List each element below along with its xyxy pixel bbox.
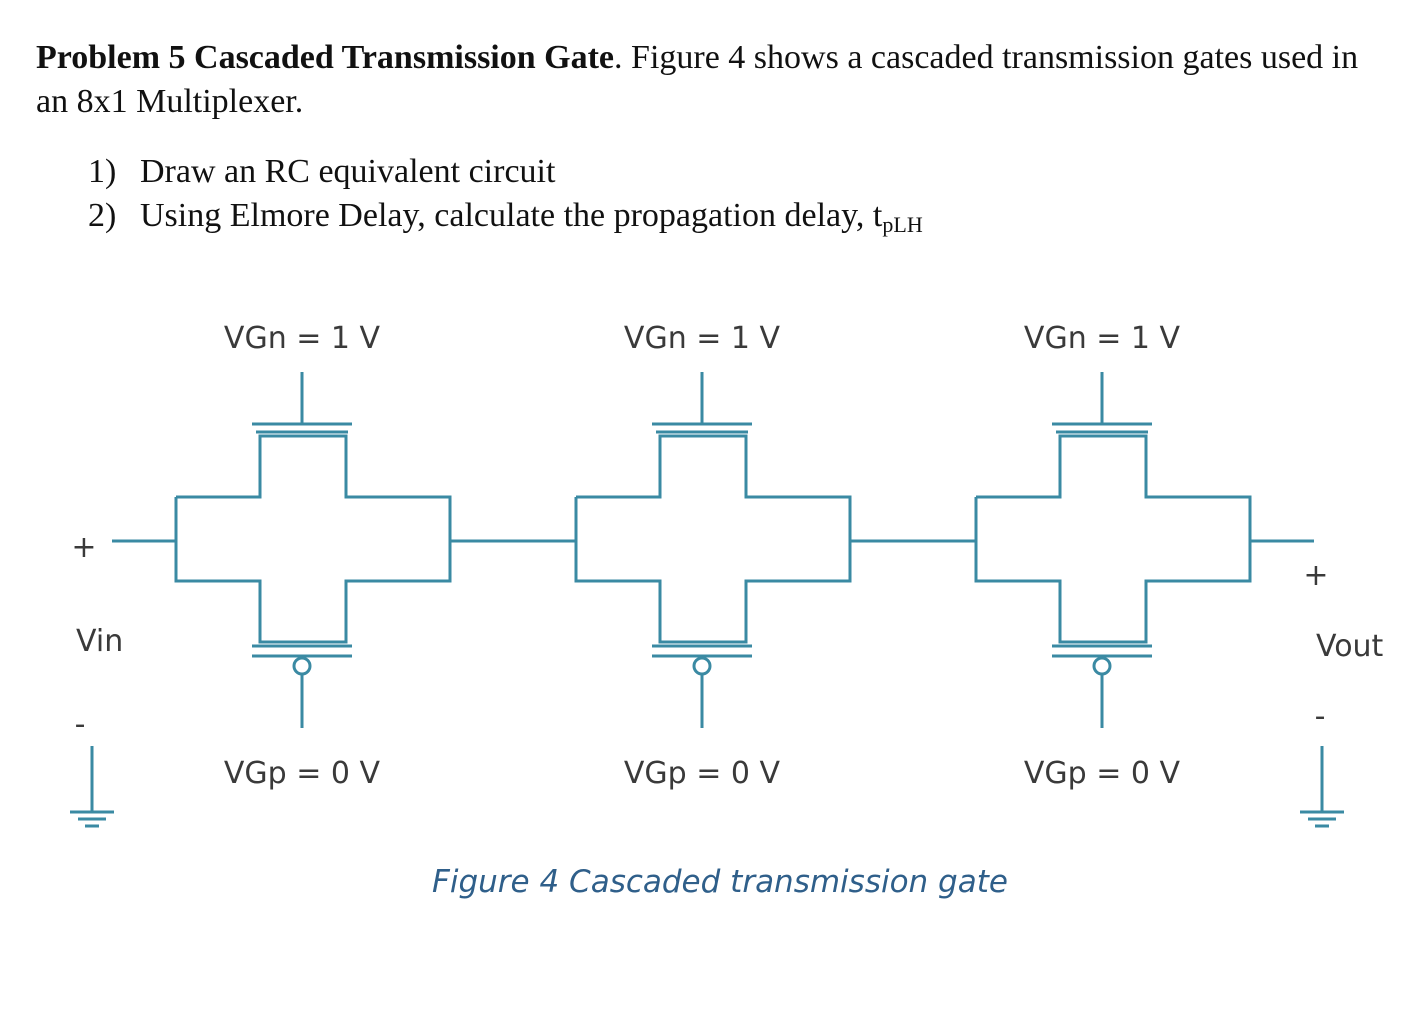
problem-heading: Problem 5 Cascaded Transmission Gate bbox=[36, 39, 615, 76]
task-text: Draw an RC equivalent circuit bbox=[140, 153, 556, 190]
vout-minus-sign: - bbox=[1315, 699, 1326, 734]
gate-3-vgn-label: VGn = 1 V bbox=[1024, 321, 1181, 356]
gate-3-vgp-label: VGp = 0 V bbox=[1024, 756, 1181, 791]
vin-minus-sign: - bbox=[75, 707, 86, 742]
task-number: 1) bbox=[88, 153, 117, 190]
gate-2-channel-wire bbox=[574, 434, 852, 644]
task-text: Using Elmore Delay, calculate the propag… bbox=[140, 194, 923, 238]
task-number: 2) bbox=[88, 197, 117, 234]
task-text-main: Using Elmore Delay, calculate the propag… bbox=[140, 197, 883, 234]
gate-2-vgp-label: VGp = 0 V bbox=[624, 756, 781, 791]
gate-3-pmos-bubble bbox=[1092, 656, 1112, 676]
gate-2-vgn-label: VGn = 1 V bbox=[624, 321, 781, 356]
gate-3-channel-wire bbox=[974, 434, 1252, 644]
problem-statement: Problem 5 Cascaded Transmission Gate. Fi… bbox=[36, 36, 1386, 124]
task-item: 2) Using Elmore Delay, calculate the pro… bbox=[88, 194, 923, 238]
vin-plus-sign: + bbox=[71, 530, 96, 565]
figure-caption: Figure 4 Cascaded transmission gate bbox=[432, 864, 1008, 900]
task-item: 1) Draw an RC equivalent circuit bbox=[88, 150, 923, 194]
gate-2-pmos-bubble bbox=[692, 656, 712, 676]
task-list: 1) Draw an RC equivalent circuit 2) Usin… bbox=[88, 150, 923, 238]
gate-1-channel-wire bbox=[174, 434, 452, 644]
gate-1-vgn-label: VGn = 1 V bbox=[224, 321, 381, 356]
vout-label: Vout bbox=[1316, 629, 1384, 664]
vout-plus-sign: + bbox=[1303, 558, 1328, 593]
task-subscript: pLH bbox=[882, 212, 923, 237]
circuit-wires bbox=[70, 372, 1344, 828]
gate-1-pmos-bubble bbox=[292, 656, 312, 676]
gate-1-vgp-label: VGp = 0 V bbox=[224, 756, 381, 791]
vin-label: Vin bbox=[76, 624, 123, 659]
problem-text: . Figure 4 shows a cascaded transmission… bbox=[36, 39, 1359, 120]
